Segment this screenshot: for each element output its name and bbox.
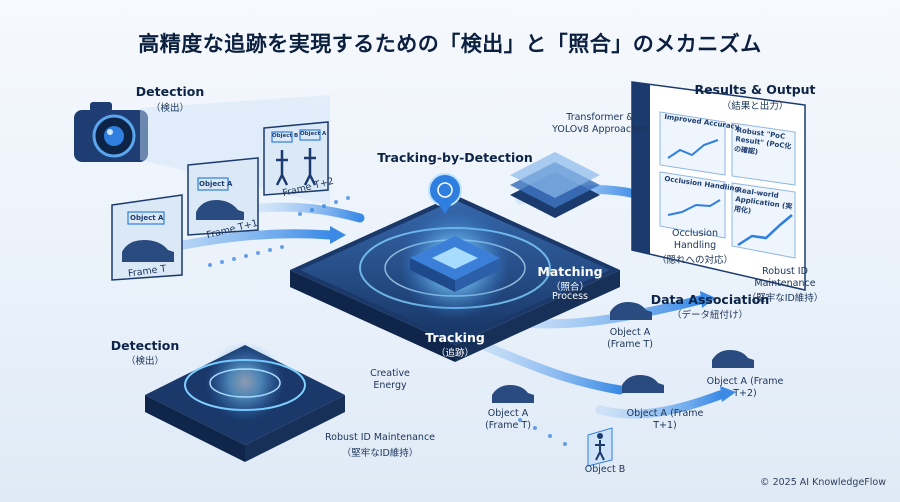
arrow-head bbox=[700, 291, 716, 308]
copyright: © 2025 AI KnowledgeFlow bbox=[760, 477, 886, 488]
robust-id-bottom-sublabel: （堅牢なID維持） bbox=[341, 448, 419, 459]
robust-id-right-label: Robust ID Maintenance bbox=[754, 266, 816, 289]
matching-label: Matching bbox=[537, 264, 603, 279]
data-association-label: Data Association bbox=[650, 292, 770, 307]
object-a-tag: Object A bbox=[300, 131, 327, 137]
object-a-tag: Object A bbox=[130, 214, 164, 222]
detection-top-sublabel: （検出） bbox=[150, 103, 189, 114]
transformer-layers-icon bbox=[510, 152, 600, 218]
car-icon bbox=[492, 302, 754, 403]
detection-top-label: Detection bbox=[135, 84, 205, 99]
pedestrian-icon bbox=[587, 427, 613, 467]
frame-t1-image bbox=[187, 157, 259, 236]
object-a-frame-t-lower: Object A (Frame T) bbox=[485, 408, 531, 431]
ai-chip-icon bbox=[410, 236, 500, 292]
tracking-label: Tracking bbox=[425, 330, 485, 345]
occlusion-sublabel: （隠れへの対応） bbox=[656, 255, 733, 266]
particle-trail bbox=[208, 196, 567, 446]
matching-sublabel: （照合） bbox=[550, 282, 589, 293]
arrow-head bbox=[720, 386, 736, 402]
results-dashboard bbox=[631, 81, 806, 291]
object-b-label: Object B bbox=[584, 464, 626, 475]
transformer-label: Transformer & YOLOv8 Approaches bbox=[552, 112, 648, 135]
object-a-frame-t-upper: Object A (Frame T) bbox=[607, 327, 653, 350]
detection-left-sublabel: （検出） bbox=[125, 356, 164, 367]
camera-icon bbox=[74, 102, 148, 162]
results-label: Results & Output bbox=[694, 82, 816, 97]
results-sublabel: （結果と出力） bbox=[721, 101, 789, 112]
occlusion-label: Occlusion Handling bbox=[671, 228, 718, 251]
tracking-sublabel: （追跡） bbox=[435, 348, 474, 359]
robust-id-right-sublabel: （堅牢なID維持） bbox=[746, 293, 824, 304]
data-association-sublabel: （データ紐付け） bbox=[671, 310, 748, 321]
page-title: 高精度な追跡を実現するための「検出」と「照合」のメカニズム bbox=[138, 32, 762, 56]
robust-id-bottom-label: Robust ID Maintenance bbox=[324, 432, 436, 443]
object-a-frame-t1: Object A (Frame T+1) bbox=[626, 408, 704, 431]
arrow-head bbox=[330, 226, 346, 244]
frame-t-image bbox=[111, 194, 183, 281]
detection-left-label: Detection bbox=[110, 338, 180, 353]
matching-process-label: Process bbox=[551, 291, 589, 302]
object-b-tag: Object B bbox=[272, 133, 299, 139]
tracking-by-detection-label: Tracking-by-Detection bbox=[377, 150, 533, 165]
object-a-frame-t2: Object A (Frame T+2) bbox=[706, 376, 784, 399]
frame-t2-image bbox=[263, 121, 329, 196]
creative-energy-label: Creative Energy bbox=[370, 368, 410, 391]
ai-brain-pin-icon bbox=[428, 173, 462, 214]
detection-platform bbox=[145, 342, 345, 462]
object-a-tag: Object A bbox=[199, 180, 233, 188]
